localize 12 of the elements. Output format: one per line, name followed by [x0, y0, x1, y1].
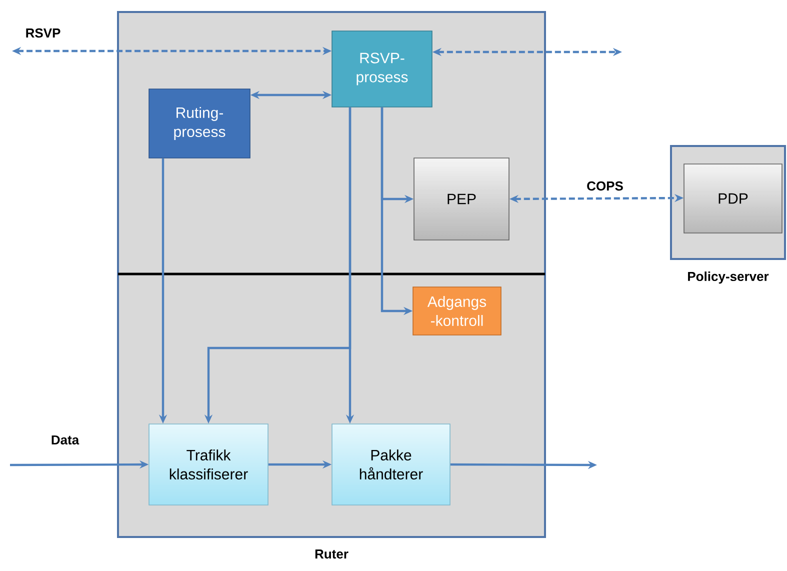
process-box: Trafikk klassifiserer — [148, 424, 268, 506]
process-box: PEP — [414, 158, 510, 240]
process-box: PDP — [684, 164, 782, 234]
edge-label: COPS — [587, 181, 623, 191]
process-box: Ruting-prosess — [148, 88, 250, 158]
process-box: RSVP-prosess — [332, 30, 432, 108]
edge-label: RSVP — [26, 28, 60, 38]
node-label: Ruter — [315, 550, 348, 559]
node-label: Policy-server — [688, 272, 769, 284]
process-box: Pakke håndterer — [332, 424, 450, 506]
edge-label: Data — [52, 435, 80, 445]
process-box: Adgangs -kontroll — [412, 286, 502, 336]
